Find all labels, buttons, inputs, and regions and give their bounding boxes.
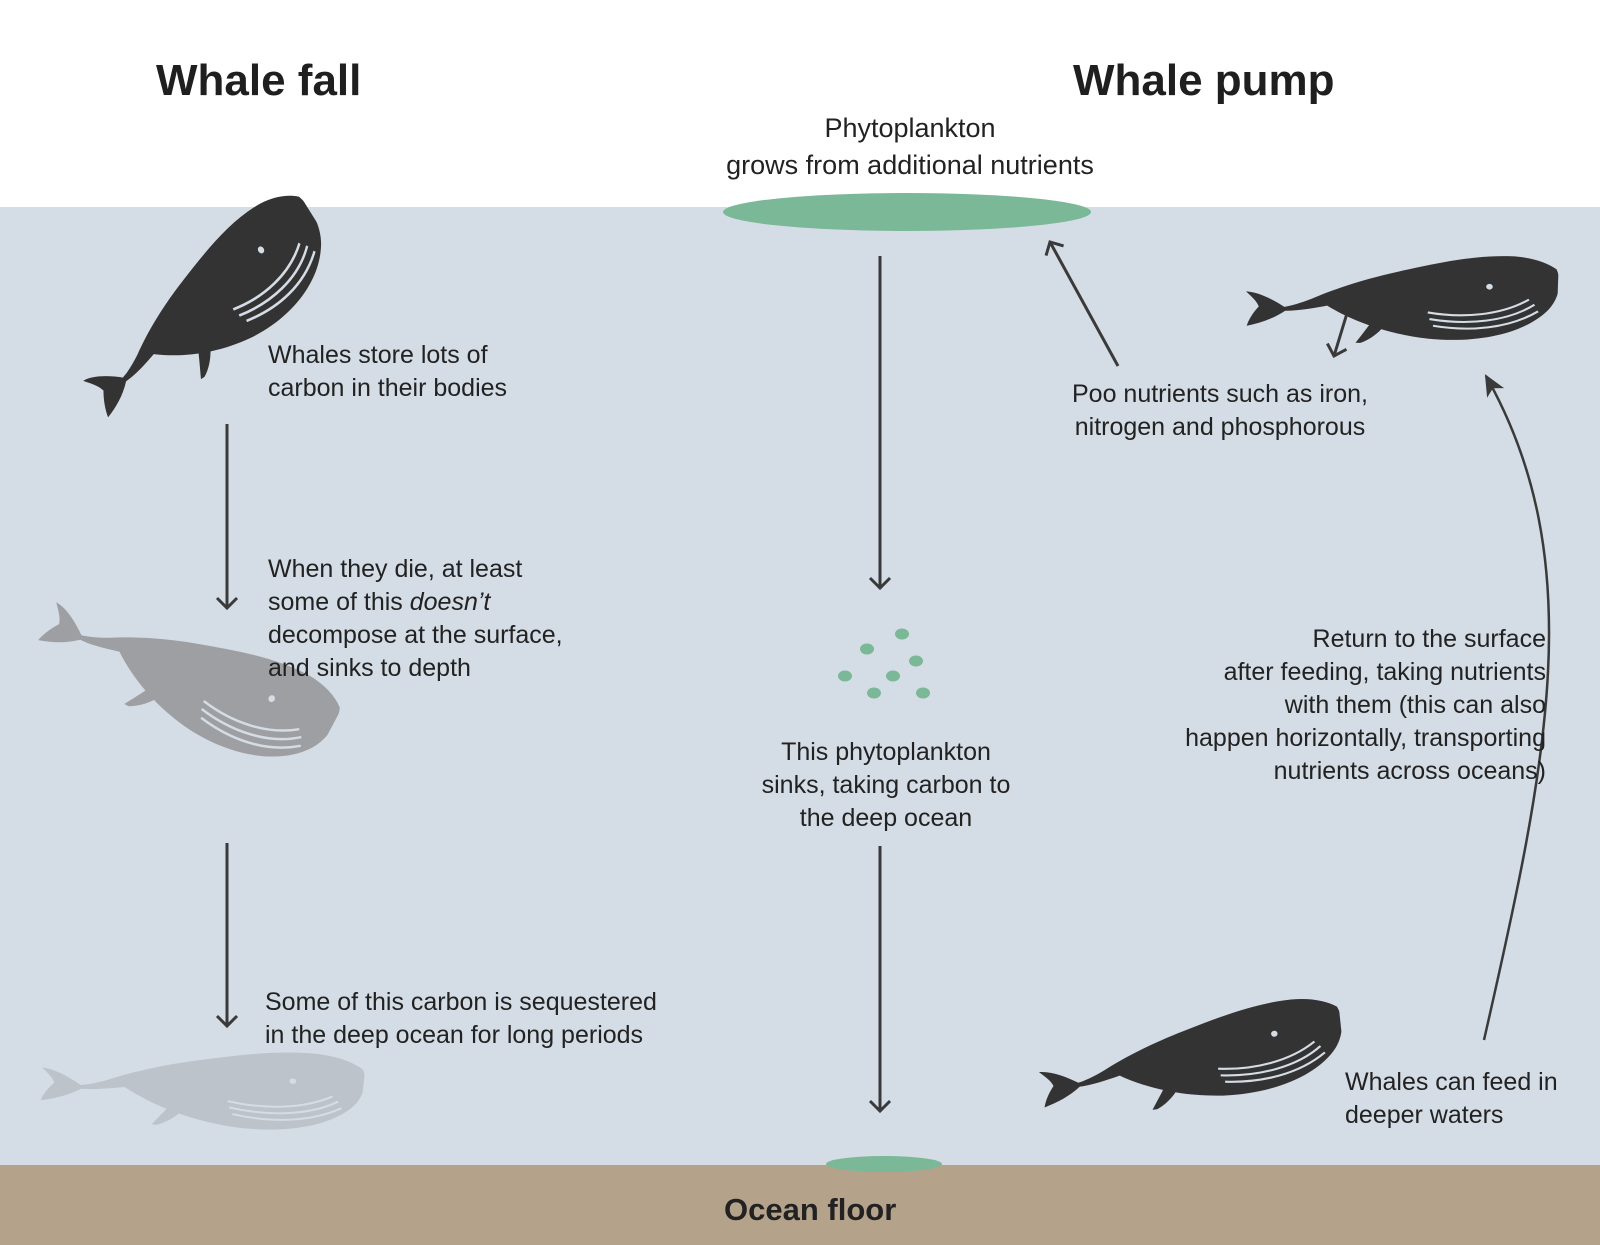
- ocean-floor: [0, 1165, 1600, 1245]
- phytoplankton-particle-icon: [886, 670, 900, 682]
- fall-step-2-line: decompose at the surface,: [268, 621, 563, 649]
- pump-feed-label: Whales can feed in deeper waters: [1345, 1066, 1558, 1132]
- arrow-up-icon: [1044, 240, 1120, 367]
- phytoplankton-floor-deposit: [826, 1156, 942, 1172]
- pump-return-line: happen horizontally, transporting: [1185, 724, 1546, 752]
- pump-return-label: Return to the surface after feeding, tak…: [1100, 623, 1546, 788]
- pump-poo-line: nitrogen and phosphorous: [1074, 413, 1366, 441]
- title-whale-pump: Whale pump: [1073, 56, 1335, 105]
- ocean-floor-label: Ocean floor: [724, 1192, 897, 1227]
- fall-step-3-line: Some of this carbon is sequestered: [265, 988, 657, 1016]
- phytoplankton-particle-icon: [838, 670, 852, 682]
- fall-step-2-line: When they die, at least: [268, 555, 523, 583]
- middle-sinking-line: sinks, taking carbon to: [761, 771, 1011, 799]
- pump-return-line: nutrients across oceans): [1273, 757, 1546, 785]
- fall-step-2-text: some of this: [268, 588, 410, 616]
- phytoplankton-particle-icon: [916, 687, 930, 699]
- pump-feed-line: Whales can feed in: [1345, 1068, 1558, 1096]
- middle-sinking-line: This phytoplankton: [781, 738, 991, 766]
- pump-return-line: with them (this can also: [1284, 691, 1546, 719]
- fall-step-3: Some of this carbon is sequestered in th…: [265, 986, 657, 1052]
- fall-step-3-line: in the deep ocean for long periods: [265, 1021, 644, 1049]
- middle-sinking-line: the deep ocean: [799, 804, 973, 832]
- phytoplankton-particle-icon: [867, 687, 881, 699]
- pump-feed-line: deeper waters: [1345, 1101, 1504, 1129]
- phytoplankton-surface-bloom: [723, 193, 1091, 231]
- fall-step-2-line: and sinks to depth: [268, 654, 471, 682]
- whale-icon: [1244, 247, 1560, 350]
- poo-arrow-icon: [1326, 309, 1350, 359]
- fall-step-1-line: carbon in their bodies: [268, 374, 508, 402]
- title-whale-fall: Whale fall: [156, 56, 362, 105]
- phytoplankton-label-line: grows from additional nutrients: [726, 150, 1094, 180]
- return-arrow-icon: [1482, 374, 1551, 1041]
- fall-step-1: Whales store lots of carbon in their bod…: [268, 339, 507, 405]
- pump-poo-label: Poo nutrients such as iron, nitrogen and…: [1040, 378, 1400, 444]
- whale-icon: [1034, 994, 1348, 1122]
- pump-return-line: Return to the surface: [1312, 625, 1546, 653]
- pump-poo-line: Poo nutrients such as iron,: [1072, 380, 1368, 408]
- arrows: [215, 240, 1551, 1114]
- fall-step-2-line: some of this doesn’t: [268, 586, 563, 619]
- phytoplankton-particle-icon: [909, 655, 923, 667]
- phytoplankton-label: Phytoplankton grows from additional nutr…: [650, 110, 1170, 184]
- middle-sinking-label: This phytoplankton sinks, taking carbon …: [706, 736, 1066, 835]
- fall-step-2: When they die, at least some of this doe…: [268, 553, 563, 685]
- sky-area: [0, 0, 1600, 207]
- pump-return-line: after feeding, taking nutrients: [1223, 658, 1546, 686]
- fall-step-1-line: Whales store lots of: [268, 341, 488, 369]
- phytoplankton-particle-icon: [860, 643, 874, 655]
- fall-step-2-emphasis: doesn’t: [409, 588, 491, 616]
- phytoplankton-particle-icon: [895, 628, 909, 640]
- phytoplankton-label-line: Phytoplankton: [824, 113, 996, 143]
- phytoplankton-particles: [838, 628, 930, 699]
